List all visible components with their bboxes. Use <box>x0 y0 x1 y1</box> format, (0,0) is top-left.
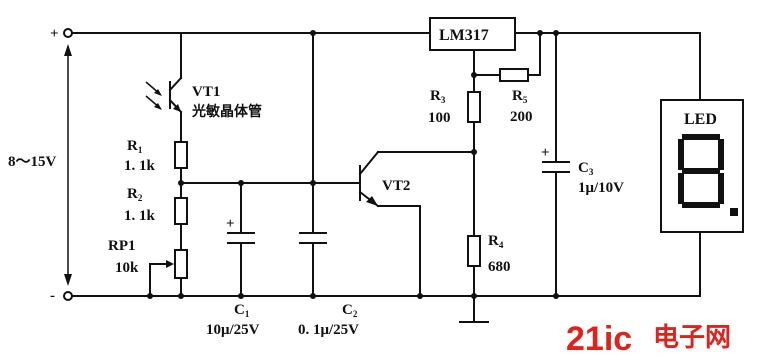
c1-sub: 1 <box>245 309 250 319</box>
plus-terminal <box>63 28 73 38</box>
c1-ref: C <box>234 302 245 318</box>
r2-value: 1. 1k <box>124 208 156 224</box>
r1-value: 1. 1k <box>124 158 156 174</box>
c3-capacitor: + <box>541 32 570 297</box>
voltage-arrow <box>64 44 72 286</box>
minus-terminal <box>63 291 73 301</box>
svg-text:+: + <box>226 216 235 232</box>
watermark-logo: 21ic 电子网 <box>566 320 731 358</box>
r1-sub: 1 <box>138 145 143 155</box>
svg-text:21ic: 21ic <box>566 320 632 358</box>
plus-label: + <box>50 26 59 42</box>
lm317-label: LM317 <box>439 27 489 44</box>
vt2-name: VT2 <box>382 178 410 194</box>
r4-resistor <box>467 235 481 267</box>
rp1-potentiometer <box>174 249 188 279</box>
vt1-name: VT1 <box>192 84 220 100</box>
r4-sub: 4 <box>499 240 504 250</box>
rp1-value: 10k <box>115 260 139 276</box>
r5-value: 200 <box>510 109 533 125</box>
c2-ref: C <box>342 302 353 318</box>
led-display: LED <box>660 99 744 233</box>
svg-text:C1: C1 <box>234 302 250 319</box>
r5-ref: R <box>512 88 523 104</box>
r5-sub: 5 <box>523 95 528 105</box>
c3-sub: 3 <box>589 167 594 177</box>
rp1-wiper <box>149 260 174 297</box>
r1-ref: R <box>127 138 138 154</box>
lm317-regulator <box>429 17 516 51</box>
svg-text:R2: R2 <box>127 186 143 203</box>
vt1-desc: 光敏晶体管 <box>191 103 262 120</box>
svg-text:R5: R5 <box>512 88 528 105</box>
svg-text:电子网: 电子网 <box>653 323 731 353</box>
c1-capacitor: + <box>226 182 255 297</box>
top-rail <box>71 32 701 101</box>
r2-resistor <box>174 197 188 225</box>
vt1-phototransistor <box>145 32 183 143</box>
r1-resistor <box>174 141 188 169</box>
r2-sub: 2 <box>138 193 143 203</box>
r3-ref: R <box>430 88 441 104</box>
svg-text:C2: C2 <box>342 302 358 319</box>
rp1-ref: RP1 <box>108 238 136 254</box>
minus-label: - <box>50 288 55 304</box>
svg-text:R3: R3 <box>430 88 446 105</box>
r4-ref: R <box>488 233 499 249</box>
r3-resistor <box>467 91 481 123</box>
svg-text:+: + <box>541 145 550 161</box>
c2-sub: 2 <box>353 309 358 319</box>
c3-ref: C <box>578 160 589 176</box>
supply-voltage-label: 8～15V <box>8 154 57 170</box>
r3-value: 100 <box>428 110 451 126</box>
r4-value: 680 <box>488 259 511 275</box>
c1-value: 10μ/25V <box>206 322 260 338</box>
r3-sub: 3 <box>441 95 446 105</box>
svg-text:C3: C3 <box>578 160 594 177</box>
c2-value: 0. 1μ/25V <box>298 322 359 338</box>
c2-capacitor <box>299 32 327 297</box>
r2-ref: R <box>127 186 138 202</box>
bottom-rail <box>71 231 701 297</box>
vt2-transistor <box>358 150 475 297</box>
svg-text:R4: R4 <box>488 233 504 250</box>
c3-value: 1μ/10V <box>578 180 624 196</box>
svg-text:R1: R1 <box>127 138 143 155</box>
r5-resistor <box>499 68 529 82</box>
led-label: LED <box>684 111 717 128</box>
